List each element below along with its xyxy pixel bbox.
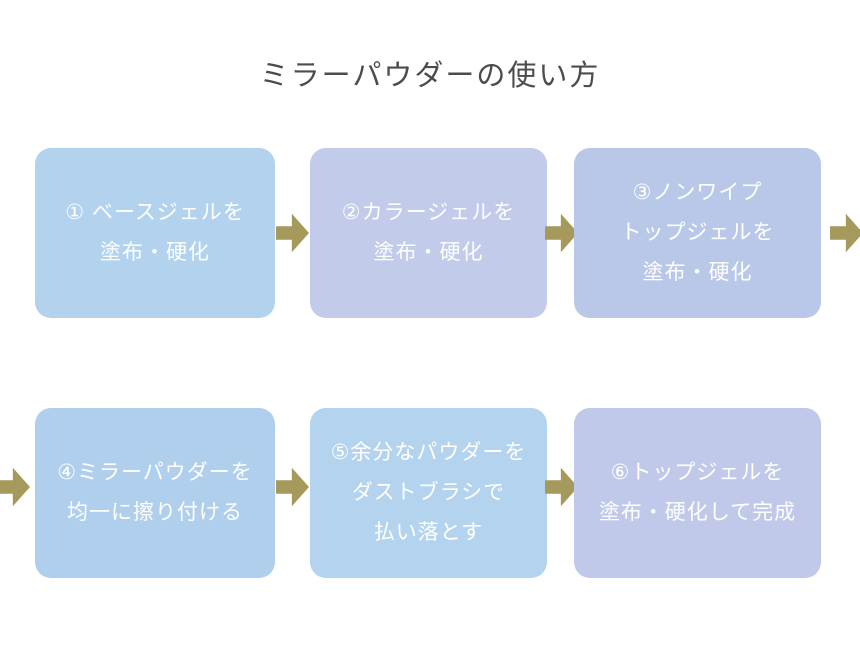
page-title: ミラーパウダーの使い方 — [259, 60, 601, 92]
step-box-2: ②カラージェルを 塗布・硬化 — [310, 148, 547, 318]
step-text-2: ②カラージェルを 塗布・硬化 — [341, 201, 516, 264]
block-arrow-right-icon-4-5 — [276, 467, 309, 507]
step-box-3: ③ノンワイプ トップジェルを 塗布・硬化 — [574, 148, 821, 318]
step-text-4: ④ミラーパウダーを 均一に擦り付ける — [57, 461, 253, 524]
step-text-3: ③ノンワイプ トップジェルを 塗布・硬化 — [620, 181, 775, 284]
step-box-1: ① ベースジェルを 塗布・硬化 — [35, 148, 275, 318]
step-box-6: ⑥トップジェルを 塗布・硬化して完成 — [574, 408, 821, 578]
step-text-5: ⑤余分なパウダーを ダストブラシで 払い落とす — [330, 441, 527, 544]
step-text-1: ① ベースジェルを 塗布・硬化 — [65, 201, 245, 264]
step-box-5: ⑤余分なパウダーを ダストブラシで 払い落とす — [310, 408, 547, 578]
block-arrow-right-icon-1-2 — [276, 213, 309, 253]
step-text-6: ⑥トップジェルを 塗布・硬化して完成 — [598, 461, 797, 524]
step-box-4: ④ミラーパウダーを 均一に擦り付ける — [35, 408, 275, 578]
block-arrow-right-icon-offscreen-left — [0, 467, 30, 507]
block-arrow-right-icon-offscreen-right — [830, 213, 860, 253]
